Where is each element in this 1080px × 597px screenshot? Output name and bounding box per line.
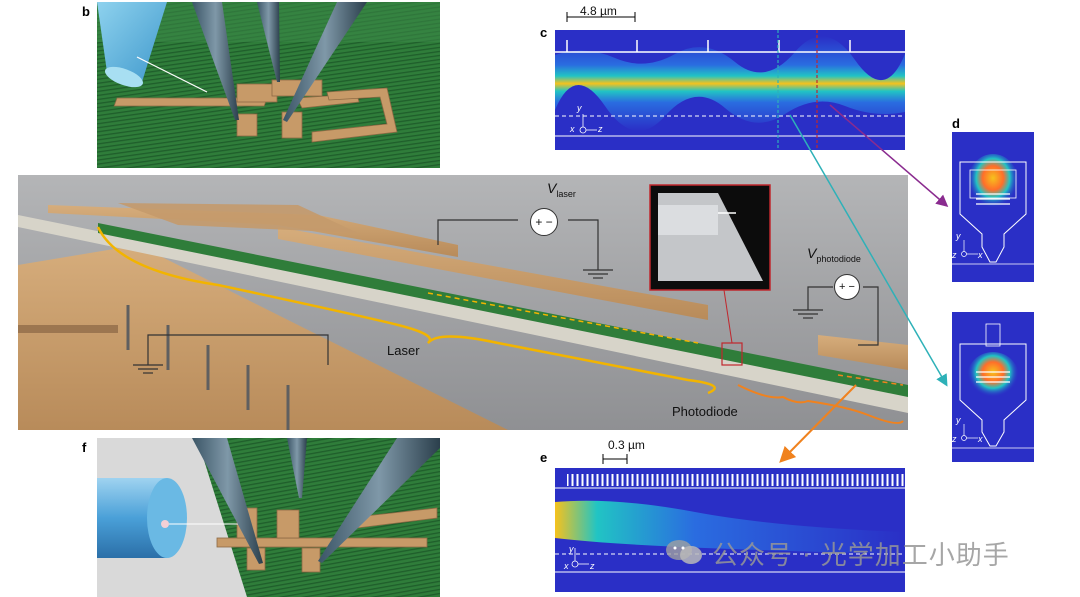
axis-y-d1: y <box>956 231 961 241</box>
panel-label-f: f <box>82 440 87 455</box>
axis-z-e: z <box>590 561 595 571</box>
panel-b-render <box>97 2 440 168</box>
wechat-icon <box>666 540 702 564</box>
axis-y-d2: y <box>956 415 961 425</box>
panel-a-svg <box>18 175 908 430</box>
axis-z-d2: z <box>952 434 957 444</box>
probe-needle-icon <box>192 438 440 564</box>
axis-y-e: y <box>569 544 574 554</box>
axis-glyph-c <box>579 114 597 134</box>
photodiode-label: Photodiode <box>672 404 738 419</box>
voltage-source-icon: + − <box>530 208 558 236</box>
panel-label-b: b <box>82 4 90 19</box>
axis-x-e: x <box>564 561 569 571</box>
axis-x-d2: x <box>978 434 983 444</box>
panel-f-svg <box>97 438 440 597</box>
scale-bar-e-label: 0.3 µm <box>608 438 645 452</box>
fiber-icon <box>97 2 208 93</box>
fiber-icon <box>97 478 247 558</box>
watermark-text: 公众号 · 光学加工小助手 <box>712 541 1010 571</box>
panel-label-e: e <box>540 450 548 465</box>
panel-b-svg <box>97 2 440 168</box>
voltage-source-icon: + − <box>834 274 860 300</box>
panel-f-render <box>97 438 440 597</box>
laser-label: Laser <box>387 343 420 358</box>
axis-x-c: x <box>570 124 575 134</box>
axis-x-d1: x <box>978 250 983 260</box>
electrode-pads <box>113 79 398 143</box>
v-laser-label: Vlaser <box>547 180 576 199</box>
probe-needle-icon <box>192 2 367 122</box>
v-photodiode-label: Vphotodiode <box>807 245 861 264</box>
panel-c-field <box>555 12 905 150</box>
panel-d-top-field <box>952 132 1034 282</box>
scale-bar-c-label: 4.8 µm <box>580 4 617 18</box>
panel-label-c: c <box>540 25 548 40</box>
panel-e-field <box>555 454 905 592</box>
axis-z-c: z <box>598 124 603 134</box>
panel-d-bottom-field <box>952 312 1034 462</box>
axis-z-d1: z <box>952 250 957 260</box>
panel-a-render <box>18 175 908 430</box>
axis-y-c: y <box>577 103 582 113</box>
panel-label-d: d <box>952 116 960 131</box>
